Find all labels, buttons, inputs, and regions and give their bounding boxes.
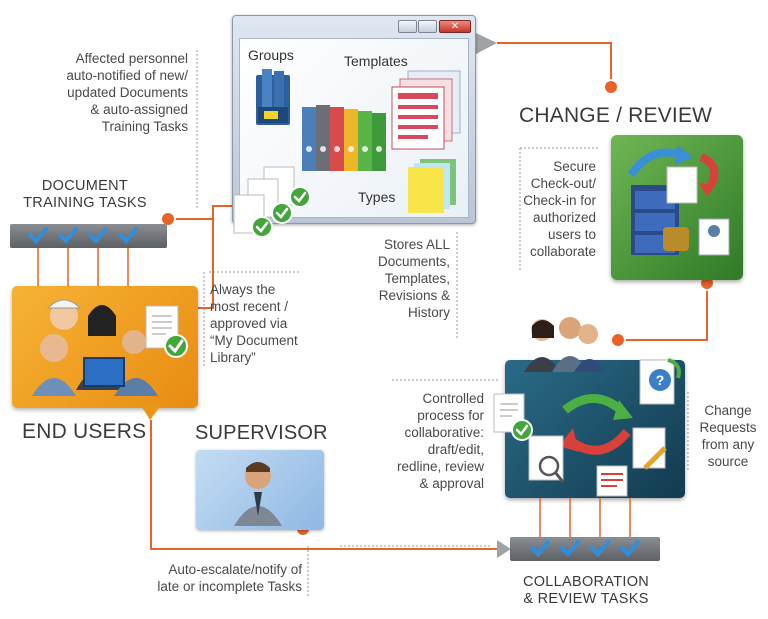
change-review-note: Secure Check-out/ Check-in for authorize… — [523, 159, 596, 259]
people-group-icon — [32, 299, 158, 396]
types-label: Types — [358, 189, 396, 205]
collaborators-group-icon — [524, 317, 604, 372]
end-users-icon — [12, 286, 198, 408]
controlled-doc-check-icon — [493, 393, 533, 441]
window-close-button[interactable]: ✕ — [439, 20, 471, 33]
binders-icon — [302, 105, 386, 171]
window-minimize-button[interactable] — [398, 20, 417, 33]
supervisor-icon — [196, 450, 324, 530]
close-icon: ✕ — [450, 21, 460, 32]
document-training-title: DOCUMENT TRAINING TASKS — [23, 178, 147, 211]
training-tasks-bar — [10, 224, 167, 248]
repository-window: ✕ Groups Templates Types — [232, 15, 476, 238]
collaboration-icon — [505, 360, 685, 498]
file-cabinet-icon — [627, 145, 730, 256]
recent-library-note: Always the most recent / approved via “M… — [210, 282, 298, 365]
approved-document-icon — [145, 305, 188, 358]
types-docs-icon — [408, 159, 456, 213]
change-requests-note: Change Requests from any source — [699, 403, 757, 469]
collaboration-title: COLLABORATION & REVIEW TASKS — [522, 574, 650, 607]
templates-label: Templates — [344, 53, 408, 69]
change-review-icon — [611, 135, 743, 280]
task-checkmarks — [28, 227, 138, 244]
collab-tasks-links — [539, 498, 631, 538]
supervisor-person-icon — [234, 462, 282, 526]
stores-note: Stores ALL Documents, Templates, Revisio… — [377, 237, 450, 320]
supervisor-title: SUPERVISOR — [195, 422, 328, 444]
affected-personnel-note: Affected personnel auto-notified of new/… — [66, 51, 188, 134]
groups-label: Groups — [248, 47, 294, 63]
training-tasks-links — [37, 248, 129, 286]
templates-sheets-icon — [391, 70, 461, 150]
window-maximize-button[interactable] — [418, 20, 437, 33]
window-content: Groups Templates Types — [233, 38, 469, 238]
collab-task-checkmarks — [530, 540, 640, 557]
change-review-title: CHANGE / REVIEW — [519, 104, 713, 127]
escalate-note: Auto-escalate/notify of late or incomple… — [157, 562, 302, 594]
end-users-title: END USERS — [22, 420, 147, 443]
change-request-icon: ? — [639, 358, 681, 405]
collaboration-cycle-icon — [528, 394, 667, 497]
svg-text:?: ? — [656, 372, 665, 388]
collab-tasks-bar — [510, 537, 660, 561]
group-folder-icon — [256, 69, 290, 125]
controlled-process-note: Controlled process for collaborative: dr… — [396, 391, 484, 491]
end-users-pointer — [140, 404, 162, 420]
approved-docs-icon — [233, 166, 311, 238]
